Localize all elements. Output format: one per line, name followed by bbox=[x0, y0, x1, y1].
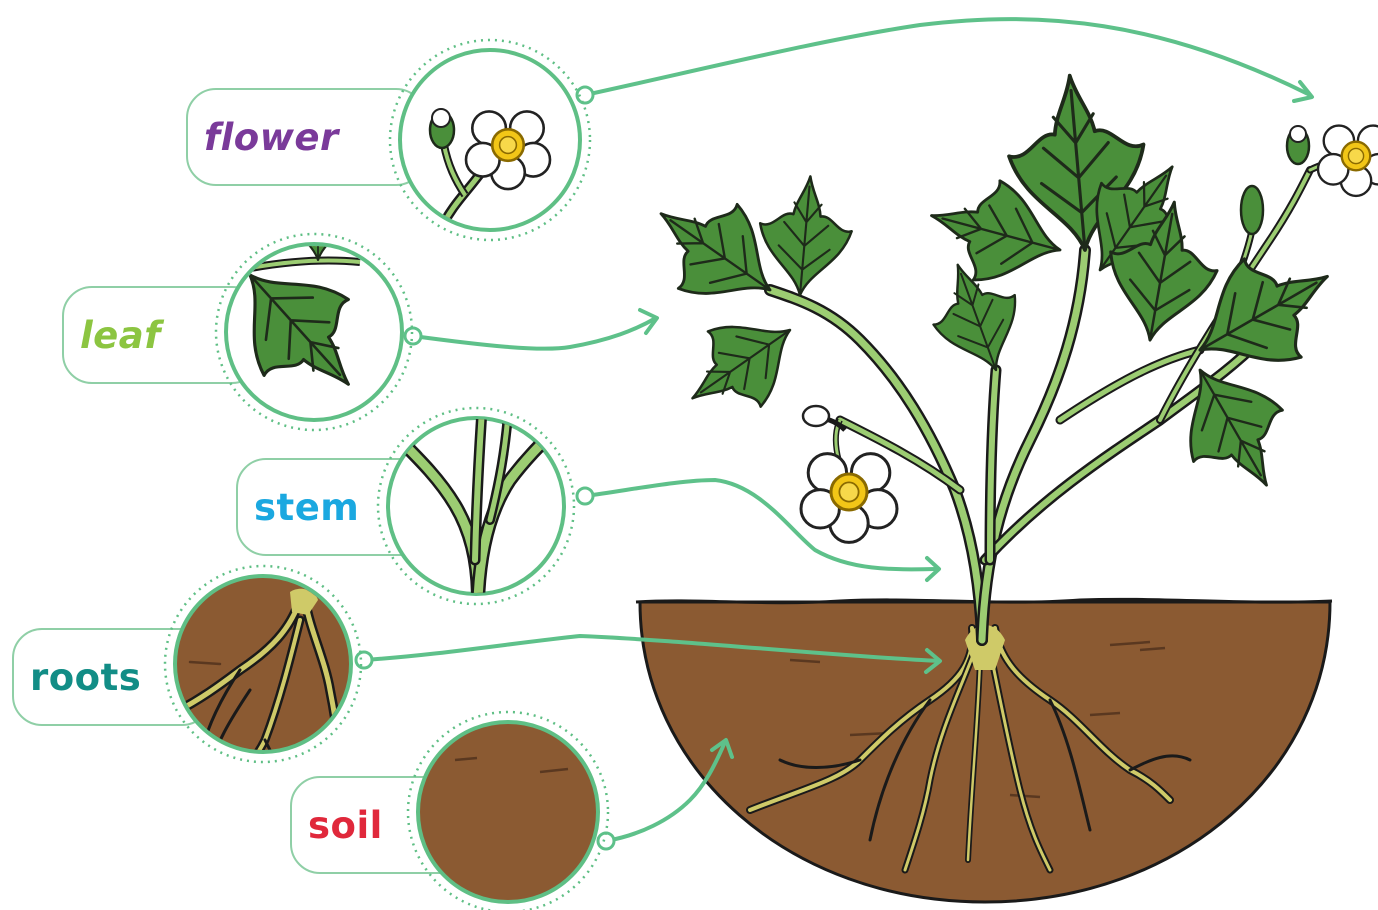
arrow-leaf-head bbox=[640, 310, 657, 333]
arrow-leaf bbox=[413, 318, 656, 349]
label-soil: soil bbox=[308, 804, 383, 847]
arrow-roots-head bbox=[926, 650, 940, 672]
label-leaf: leaf bbox=[80, 314, 161, 357]
main-leaves bbox=[632, 70, 1356, 511]
main-roots bbox=[750, 625, 1190, 870]
soil-mound bbox=[636, 599, 1332, 902]
main-flowers bbox=[801, 126, 1378, 543]
arrows bbox=[364, 19, 1312, 841]
arrow-soil bbox=[606, 742, 725, 841]
label-box-flower: flower bbox=[186, 88, 426, 186]
arrow-stem bbox=[585, 480, 937, 569]
arrow-soil-head bbox=[712, 740, 732, 757]
label-stem: stem bbox=[254, 486, 359, 529]
label-flower: flower bbox=[204, 116, 339, 159]
main-stems bbox=[770, 160, 1345, 640]
label-box-roots: roots bbox=[12, 628, 212, 726]
arrow-flower bbox=[585, 19, 1310, 95]
label-box-stem: stem bbox=[236, 458, 436, 556]
arrow-roots bbox=[364, 636, 938, 661]
label-box-soil: soil bbox=[290, 776, 490, 874]
label-roots: roots bbox=[30, 656, 141, 699]
arrow-flower-head bbox=[1294, 82, 1312, 101]
label-box-leaf: leaf bbox=[62, 286, 262, 384]
arrow-stem-head bbox=[927, 558, 939, 580]
